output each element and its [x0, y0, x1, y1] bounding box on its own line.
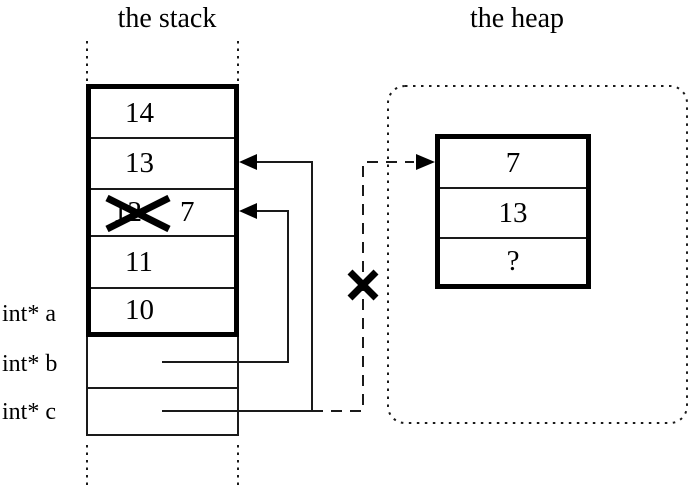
stack-cell-value: 10 — [125, 294, 154, 326]
pointer-label-b: int* b — [2, 351, 58, 377]
heap-box: 7 13 ? — [435, 134, 591, 289]
stack-cell-value: 11 — [125, 245, 153, 278]
overwritten-new-value: 7 — [180, 196, 195, 228]
stack-cell: 10 — [91, 289, 234, 332]
heap-cell-value: ? — [506, 245, 520, 277]
stack-cell: 11 — [91, 237, 234, 289]
invalid-pointer-cross-icon — [347, 269, 379, 301]
heap-title: the heap — [469, 3, 565, 34]
pointer-c-arrowhead-icon — [239, 154, 257, 170]
pointer-cell-c — [88, 389, 237, 434]
stack-title: the stack — [117, 3, 217, 34]
heap-cell: 13 — [440, 189, 586, 239]
stack-cell: 13 — [91, 139, 234, 190]
stack-box: 14 13 12 7 11 10 — [86, 84, 239, 337]
heap-cell: ? — [440, 239, 586, 284]
heap-cell-value: 7 — [505, 146, 521, 179]
stack-cell-value: 13 — [125, 147, 154, 179]
pointer-cells-box — [86, 337, 239, 436]
pointer-cell-b — [88, 337, 237, 389]
dangling-pointer-arrowhead-icon — [416, 154, 435, 170]
heap-cell-value: 13 — [498, 196, 528, 229]
dangling-pointer-dashed-line — [312, 161, 414, 412]
stack-cell-value: 14 — [125, 96, 154, 129]
pointer-label-a: int* a — [2, 301, 56, 327]
heap-cell: 7 — [440, 139, 586, 189]
stack-cell-overwritten: 12 7 — [91, 190, 234, 237]
stack-cell: 14 — [91, 89, 234, 139]
crossed-out-old-value: 12 — [113, 196, 142, 228]
pointer-label-c: int* c — [2, 399, 56, 425]
pointer-b-arrowhead-icon — [239, 203, 257, 219]
